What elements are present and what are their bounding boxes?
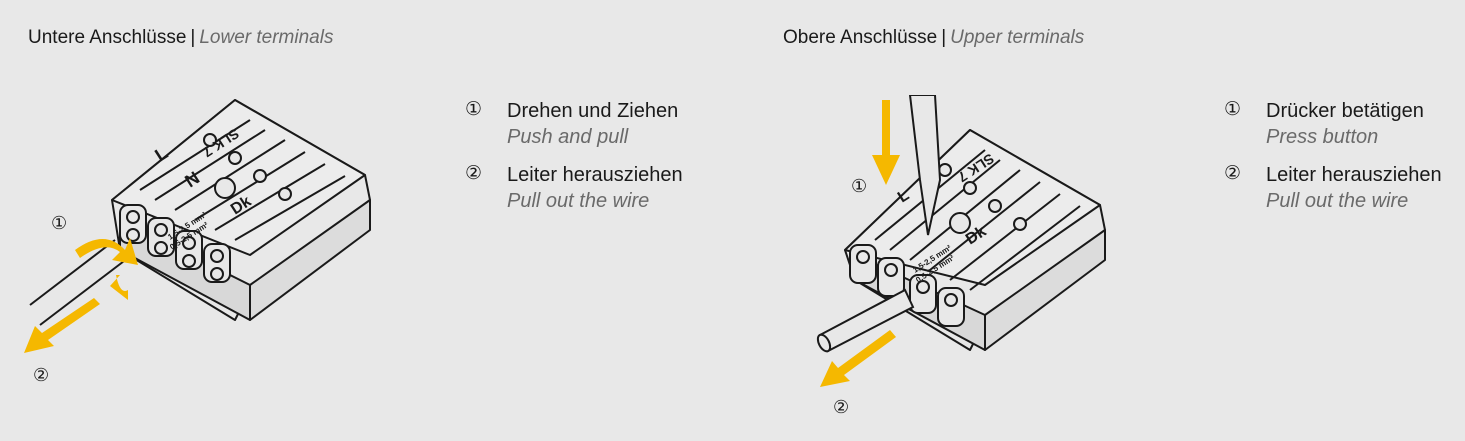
title-separator: | bbox=[941, 27, 947, 48]
upper-terminals-illustration: L Dk SLK 7 1,5-2,5 mm² 0,5-2,5 mm² bbox=[816, 95, 1106, 387]
lower-terminals-illustration: L N Dk SLK 7 1,5-2,5 mm² 0,5-2,5 mm² bbox=[24, 99, 371, 353]
step-number: ① bbox=[465, 99, 483, 120]
step-label-german: Drehen und Ziehen bbox=[507, 100, 679, 122]
wire bbox=[816, 288, 915, 353]
list-item: ② Leiter herausziehen Pull out the wire bbox=[465, 162, 683, 214]
upper-steps-list: ① Drücker betätigen Press button ② Leite… bbox=[1224, 98, 1442, 226]
upper-terminals-title: Obere Anschlüsse|Upper terminals bbox=[783, 27, 1084, 49]
step-label-german: Drücker betätigen bbox=[1266, 100, 1424, 122]
press-arrow bbox=[872, 100, 900, 185]
title-english: Lower terminals bbox=[199, 27, 334, 48]
lower-callout-1: ① bbox=[51, 213, 68, 233]
pull-arrow bbox=[24, 298, 100, 353]
wire bbox=[29, 239, 129, 326]
step-number: ① bbox=[1224, 99, 1242, 120]
connector-body bbox=[844, 129, 1106, 351]
rotate-arrow bbox=[75, 238, 138, 300]
step-label-english: Pull out the wire bbox=[1266, 190, 1409, 212]
lower-callout-2: ② bbox=[33, 365, 50, 385]
lower-terminals-title: Untere Anschlüsse|Lower terminals bbox=[28, 27, 333, 49]
list-item: ② Leiter herausziehen Pull out the wire bbox=[1224, 162, 1442, 214]
connector-body bbox=[111, 99, 371, 321]
screwdriver bbox=[908, 95, 942, 236]
list-item: ① Drücker betätigen Press button bbox=[1224, 98, 1442, 150]
pull-arrow bbox=[820, 330, 896, 387]
step-number: ② bbox=[1224, 163, 1242, 184]
title-german: Untere Anschlüsse bbox=[28, 27, 187, 48]
title-english: Upper terminals bbox=[950, 27, 1085, 48]
step-label-german: Leiter herausziehen bbox=[507, 164, 683, 186]
upper-callout-2: ② bbox=[833, 397, 850, 417]
list-item: ① Drehen und Ziehen Push and pull bbox=[465, 98, 683, 150]
step-number: ② bbox=[465, 163, 483, 184]
step-label-english: Press button bbox=[1266, 126, 1379, 148]
step-label-english: Pull out the wire bbox=[507, 190, 650, 212]
step-label-german: Leiter herausziehen bbox=[1266, 164, 1442, 186]
step-label-english: Push and pull bbox=[507, 126, 629, 148]
title-separator: | bbox=[190, 27, 196, 48]
title-german: Obere Anschlüsse bbox=[783, 27, 938, 48]
lower-steps-list: ① Drehen und Ziehen Push and pull ② Leit… bbox=[465, 98, 683, 226]
upper-callout-1: ① bbox=[851, 176, 868, 196]
